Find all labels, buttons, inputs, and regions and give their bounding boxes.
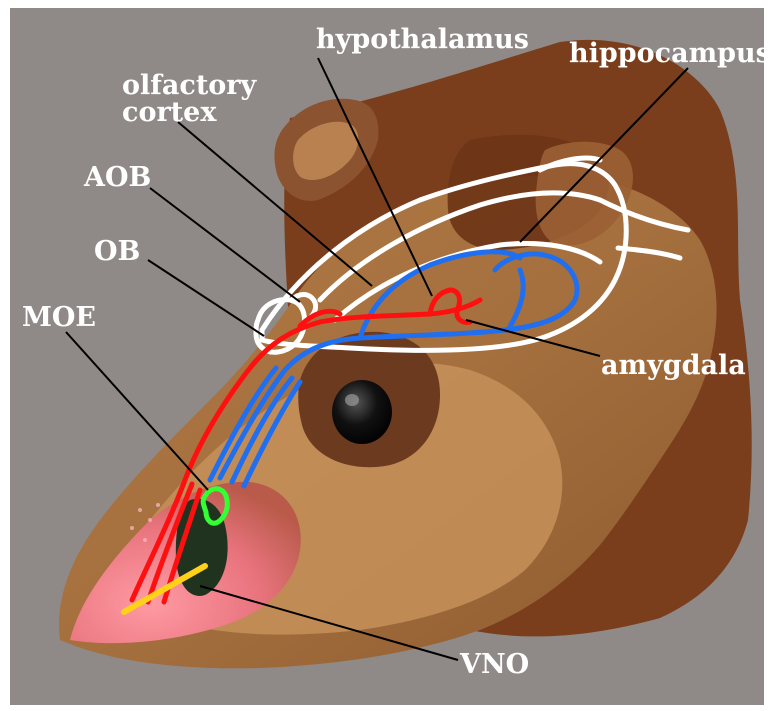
- label-hippocampus: hippocampus: [569, 40, 771, 67]
- label-moe: MOE: [22, 304, 96, 331]
- label-vno: VNO: [460, 651, 529, 678]
- label-olfactory-cortex-line2: cortex: [122, 99, 256, 126]
- eye-glint: [345, 394, 359, 406]
- label-olfactory-cortex-line1: olfactory: [122, 72, 256, 99]
- label-aob: AOB: [84, 164, 151, 191]
- label-olfactory-cortex: olfactory cortex: [122, 72, 256, 126]
- label-hypothalamus: hypothalamus: [316, 26, 529, 53]
- label-ob: OB: [94, 238, 140, 265]
- eye: [332, 380, 392, 444]
- label-amygdala: amygdala: [601, 352, 746, 379]
